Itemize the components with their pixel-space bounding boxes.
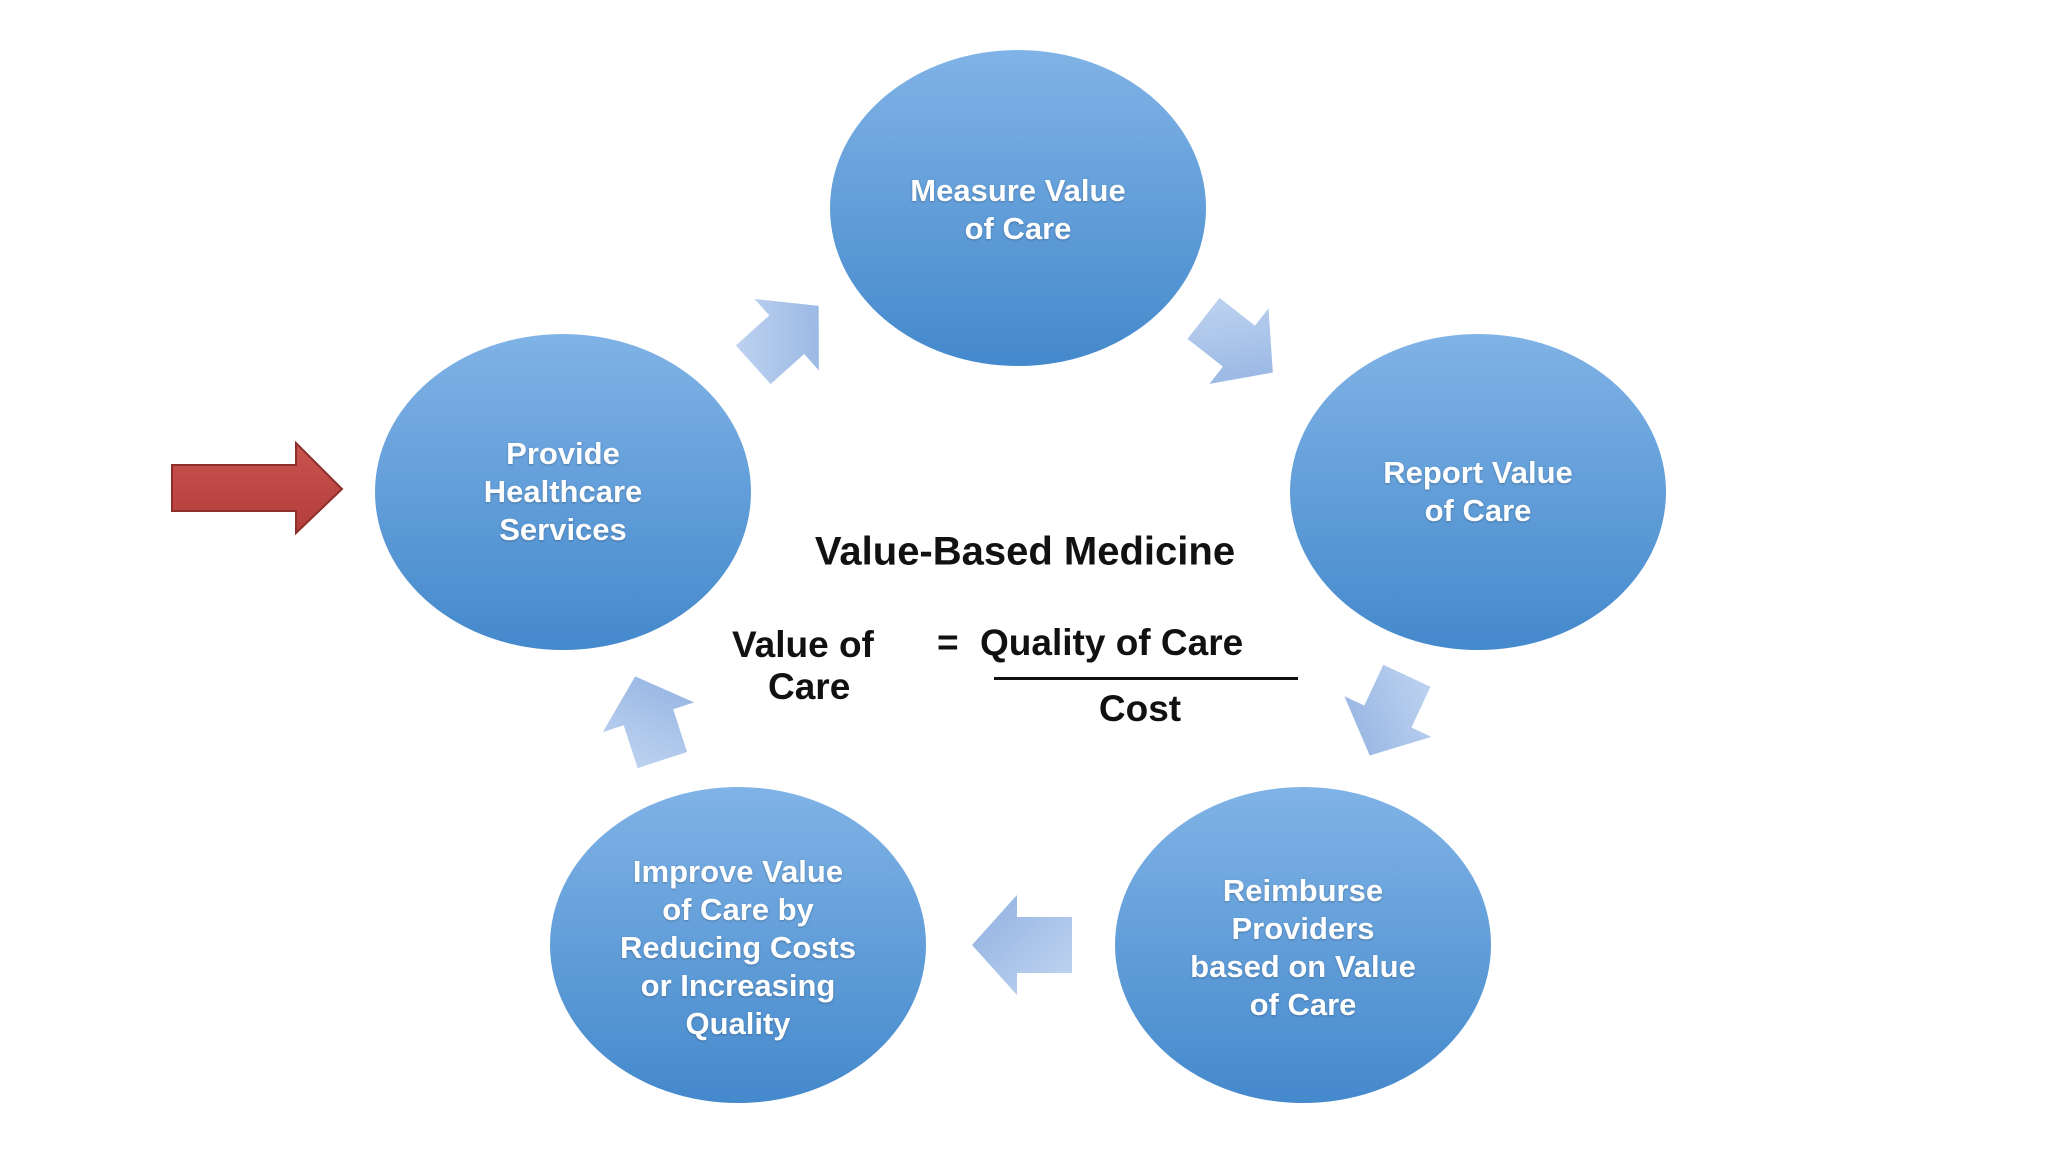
equation-denominator: Cost bbox=[1098, 688, 1182, 729]
diagram-title: Value-Based Medicine bbox=[814, 529, 1236, 574]
equation-lhs-line1: Value of bbox=[732, 624, 874, 665]
node-measure-label: Measure Value of Care bbox=[910, 173, 1126, 246]
node-reimburse-circle bbox=[1115, 787, 1491, 1103]
node-reimburse-label: Reimburse Providers based on Value of Ca… bbox=[1190, 873, 1416, 1022]
equation-equals: = bbox=[937, 622, 959, 663]
node-measure-circle bbox=[830, 50, 1206, 366]
equation-numerator: Quality of Care bbox=[980, 622, 1244, 663]
cycle-arrow-reimburse-to-improve bbox=[972, 895, 1072, 995]
node-provide-label: Provide Healthcare Services bbox=[483, 436, 643, 547]
node-report-circle bbox=[1290, 334, 1666, 650]
cycle-arrow-measure-to-report bbox=[1187, 297, 1273, 384]
equation-lhs: Value of Care bbox=[732, 624, 874, 708]
node-improve-label: Improve Value of Care by Reducing Costs … bbox=[620, 854, 856, 1041]
equation-lhs-line2: Care bbox=[768, 666, 851, 707]
node-improve-circle bbox=[550, 787, 926, 1103]
cycle-arrow-report-to-reimburse bbox=[1344, 664, 1432, 756]
equation-fraction-bar bbox=[994, 677, 1298, 680]
node-report-label: Report Value of Care bbox=[1383, 455, 1573, 528]
cycle-arrow-provide-to-measure bbox=[735, 298, 819, 385]
cycle-arrow-improve-to-provide bbox=[602, 676, 695, 769]
node-provide-circle bbox=[375, 334, 751, 650]
pointer-arrow bbox=[171, 440, 344, 536]
